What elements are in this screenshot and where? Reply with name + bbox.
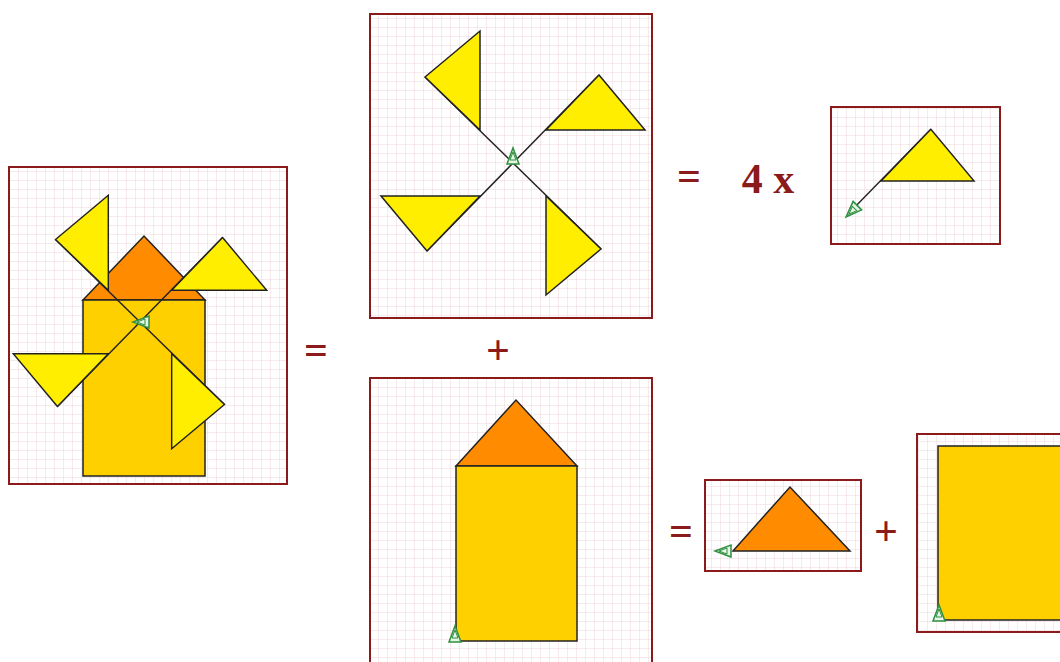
turtle-marker [936,609,942,617]
sail [140,238,267,322]
sail [850,129,974,212]
turtle-marker [449,626,461,642]
windmill-house [456,400,577,641]
turtle-marker [137,319,145,325]
sail [56,195,140,322]
turtle-marker [507,148,519,164]
turtle-marker [842,201,862,221]
operator-label: = [304,329,328,371]
turtle-marker [933,605,945,621]
sail [513,163,601,295]
turtle-marker [719,548,727,554]
frame [705,480,861,571]
frame [370,14,652,318]
operator-label: 4 x [742,158,795,200]
windmill-sails [381,31,645,295]
sail [13,322,140,406]
turtle-marker [133,316,149,328]
sail [381,163,513,251]
sail-triangle [546,75,645,130]
sail-triangle [881,129,974,181]
windmill-sails [13,195,266,448]
house-square [938,446,1060,620]
sail-triangle [381,196,480,251]
turtle-marker [715,545,731,557]
sail [140,322,224,449]
frame [917,434,1060,632]
roof-triangle [456,400,577,466]
turtle-marker [133,316,149,328]
sail [425,31,513,163]
sail [513,75,645,163]
operator-label: = [677,155,701,197]
frame [831,107,1000,244]
turtle-marker [510,152,516,160]
turtle-marker [842,201,862,221]
turtle-marker [847,206,857,216]
frame [370,378,652,662]
turtle-marker [507,148,519,164]
roof-triangle [733,487,850,551]
house-square [456,466,577,641]
operator-label: = [669,510,693,552]
turtle-marker [715,545,731,557]
sail-triangle [546,196,601,295]
operator-label: + [486,329,510,371]
sail-triangle [13,354,108,407]
turtle-marker [449,626,461,642]
frames [9,14,1060,662]
sail-triangle [172,354,225,449]
sail-triangle [56,195,109,290]
turtle-marker [933,605,945,621]
sail-triangle [172,238,267,291]
frame [9,167,287,484]
sail-triangle [425,31,480,130]
operator-label: + [874,510,898,552]
turtle-marker [452,630,458,638]
